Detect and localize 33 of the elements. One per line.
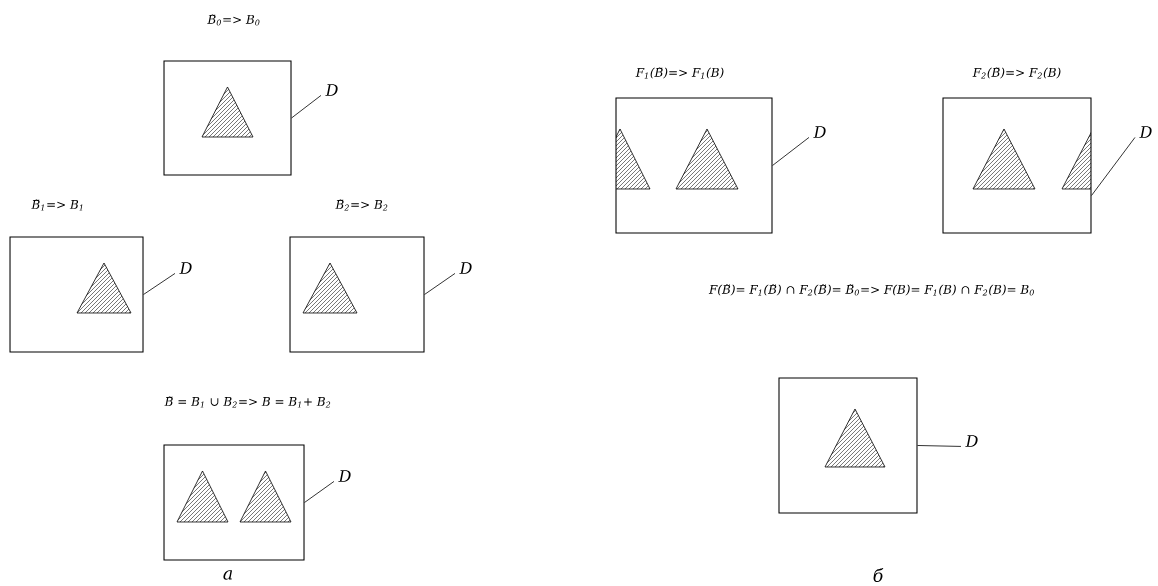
leader-line [917, 445, 962, 447]
hatched-triangle [176, 470, 229, 523]
formula-heading: B̃$_{1}$=> B$_{1}$ [31, 199, 83, 211]
region-label: D [965, 435, 978, 447]
region-label: D [459, 262, 472, 274]
formula-heading: F$_{2}$(B̃)=> F$_{2}$(B) [972, 67, 1061, 79]
frame-box [289, 236, 425, 353]
hatched-triangle [616, 128, 651, 190]
leader-line [304, 481, 335, 503]
region-label: D [1139, 126, 1152, 138]
hatched-triangle [824, 408, 886, 468]
frame-box [615, 97, 773, 234]
leader-line [1091, 137, 1136, 196]
leader-line [424, 273, 456, 295]
region-label: D [179, 262, 192, 274]
formula-heading: B̃$_{2}$=> B$_{2}$ [335, 199, 388, 211]
region-label: D [813, 126, 826, 138]
leader-line [772, 137, 810, 166]
frame-box [778, 377, 918, 514]
frame-box [9, 236, 144, 353]
region-label: D [325, 84, 338, 96]
formula: F(B̃)= F$_{1}$(B̃) ∩ F$_{2}$(B̃)= B̃$_{0}$=> F(B)= F$_{1}$(B) ∩ F$_{2}$(B)= B$_{0}$ [708, 284, 1034, 296]
hatched-triangle [972, 128, 1036, 190]
leader-line [291, 95, 322, 119]
leader-line [143, 273, 176, 295]
region-label: D [338, 470, 351, 482]
frame-box [163, 60, 292, 176]
formula-heading: B̃ = B$_{1}$ ∪ B$_{2}$=> B = B$_{1}$+ B$_{2}$ [164, 396, 331, 408]
panel-letter: б [873, 568, 884, 582]
frame-box [942, 97, 1092, 234]
frame-box [163, 444, 305, 561]
formula-heading: F$_{1}$(B̃)=> F$_{1}$(B) [635, 67, 724, 79]
formula-heading: B̃$_{0}$=> B$_{0}$ [207, 14, 260, 26]
